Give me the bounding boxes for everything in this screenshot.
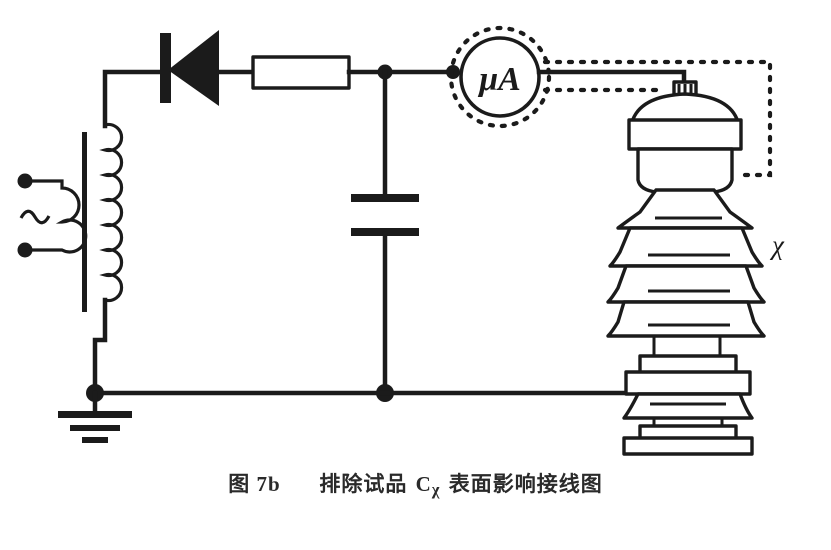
capacitor-plate-top <box>351 194 419 202</box>
ground-bar-3 <box>82 437 108 443</box>
resistor-body <box>251 55 351 90</box>
caption-symbol-sub: χ <box>431 480 441 500</box>
filter-capacitor <box>351 69 419 396</box>
caption-symbol: Cχ <box>415 472 441 500</box>
specimen-flange-mid <box>624 370 752 396</box>
hv-bottom-lead <box>92 297 108 396</box>
circuit-diagram: .wire { stroke: #1b1b1b; stroke-width: 4… <box>17 25 785 456</box>
caption-text-before: 排除试品 <box>319 472 408 496</box>
microammeter: μA <box>448 25 552 129</box>
ground-bar-2 <box>70 425 120 431</box>
figure-number: 图 7b <box>228 472 281 496</box>
specimen-neck <box>636 147 734 194</box>
specimen-base-skirt <box>622 392 754 420</box>
specimen-shed-4 <box>606 300 766 338</box>
meter-circle <box>459 36 541 118</box>
hv-top-lead <box>102 69 168 129</box>
specimen-shed-1 <box>616 188 754 230</box>
diode-cathode-bar <box>160 33 171 103</box>
test-specimen-bushing <box>606 80 766 456</box>
specimen-label: χ <box>769 230 785 260</box>
specimen-base-plate-lower <box>622 436 754 456</box>
caption-symbol-main: C <box>415 472 432 496</box>
meter-label: μA <box>477 61 521 98</box>
figure-caption: 图 7b 排除试品 Cχ 表面影响接线图 <box>0 468 831 500</box>
guard-shield-wire <box>542 59 773 178</box>
ac-source <box>17 173 88 258</box>
ground-bar-1 <box>58 411 132 418</box>
earth-ground <box>58 390 132 443</box>
meter-to-specimen-wire <box>536 69 687 91</box>
specimen-shed-2 <box>608 226 764 268</box>
specimen-shed-3 <box>606 264 766 304</box>
transformer-core <box>82 132 87 312</box>
caption-text-after: 表面影响接线图 <box>448 472 603 496</box>
ac-terminal-dot-bottom <box>17 242 33 258</box>
rectifier-diode <box>160 30 257 106</box>
current-limiting-resistor <box>251 55 388 90</box>
shield-ring-dotted-icon <box>448 25 552 129</box>
ac-terminal-dot-top <box>17 173 33 189</box>
ac-waveform-icon <box>19 209 51 225</box>
specimen-dome <box>630 92 740 124</box>
diode-anode-triangle <box>168 30 219 106</box>
primary-winding <box>30 179 88 254</box>
specimen-collar <box>627 118 743 151</box>
secondary-winding <box>99 122 124 303</box>
